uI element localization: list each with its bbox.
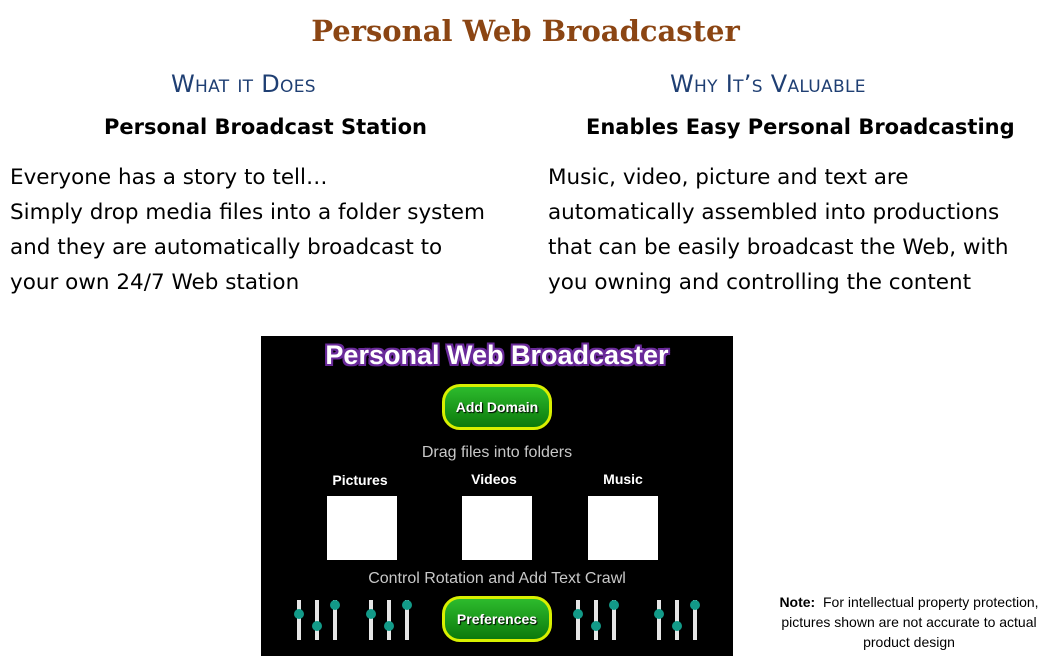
folder-label-videos: Videos xyxy=(471,471,517,487)
slider-knob[interactable] xyxy=(366,609,376,619)
page-title: Personal Web Broadcaster xyxy=(311,14,740,48)
slider-knob[interactable] xyxy=(654,609,664,619)
slider-track[interactable] xyxy=(312,600,322,640)
videos-folder[interactable] xyxy=(462,496,532,560)
slider-knob[interactable] xyxy=(330,600,340,610)
preferences-button[interactable]: Preferences xyxy=(442,596,552,642)
right-subheading: Enables Easy Personal Broadcasting xyxy=(586,115,1015,139)
left-body: Everyone has a story to tell… Simply dro… xyxy=(10,160,485,300)
slider-track[interactable] xyxy=(366,600,376,640)
slider-track[interactable] xyxy=(294,600,304,640)
slider-track[interactable] xyxy=(609,600,619,640)
slider-knob[interactable] xyxy=(672,621,682,631)
drag-caption: Drag files into folders xyxy=(421,444,573,461)
note-text: For intellectual property protection, pi… xyxy=(781,594,1039,650)
folder-label-pictures: Pictures xyxy=(332,472,388,488)
right-line: you owning and controlling the content xyxy=(548,270,972,295)
slider-knob[interactable] xyxy=(591,621,601,631)
slider-knob[interactable] xyxy=(312,621,322,631)
right-body: Music, video, picture and text are autom… xyxy=(548,160,1009,300)
slider-track[interactable] xyxy=(591,600,601,640)
slider-track[interactable] xyxy=(402,600,412,640)
folder-label-music: Music xyxy=(603,471,643,487)
app-title: Personal Web Broadcaster xyxy=(325,340,669,370)
left-line: your own 24/7 Web station xyxy=(10,270,300,295)
slider-track[interactable] xyxy=(573,600,583,640)
disclaimer-note: Note: For intellectual property protecti… xyxy=(776,592,1042,652)
right-line: Music, video, picture and text are xyxy=(548,165,909,190)
add-domain-button[interactable]: Add Domain xyxy=(442,384,552,430)
music-folder[interactable] xyxy=(588,496,658,560)
left-heading: What it Does xyxy=(171,70,316,98)
slider-knob[interactable] xyxy=(690,600,700,610)
slider-knob[interactable] xyxy=(609,600,619,610)
slider-track[interactable] xyxy=(384,600,394,640)
left-line: Everyone has a story to tell… xyxy=(10,165,328,190)
pictures-folder[interactable] xyxy=(327,496,397,560)
right-line: automatically assembled into productions xyxy=(548,200,1000,225)
app-mockup: Personal Web Broadcaster Add Domain Drag… xyxy=(261,336,733,656)
right-line: that can be easily broadcast the Web, wi… xyxy=(548,235,1009,260)
slider-knob[interactable] xyxy=(294,609,304,619)
slider-track[interactable] xyxy=(672,600,682,640)
note-label: Note: xyxy=(779,594,816,610)
slider-track[interactable] xyxy=(330,600,340,640)
left-line: and they are automatically broadcast to xyxy=(10,235,443,260)
left-line: Simply drop media files into a folder sy… xyxy=(10,200,485,225)
control-caption: Control Rotation and Add Text Crawl xyxy=(368,570,626,587)
slider-track[interactable] xyxy=(690,600,700,640)
right-heading: Why It’s Valuable xyxy=(670,70,866,98)
slider-knob[interactable] xyxy=(384,621,394,631)
slider-knob[interactable] xyxy=(402,600,412,610)
left-subheading: Personal Broadcast Station xyxy=(104,115,427,139)
slider-knob[interactable] xyxy=(573,609,583,619)
slider-track[interactable] xyxy=(654,600,664,640)
